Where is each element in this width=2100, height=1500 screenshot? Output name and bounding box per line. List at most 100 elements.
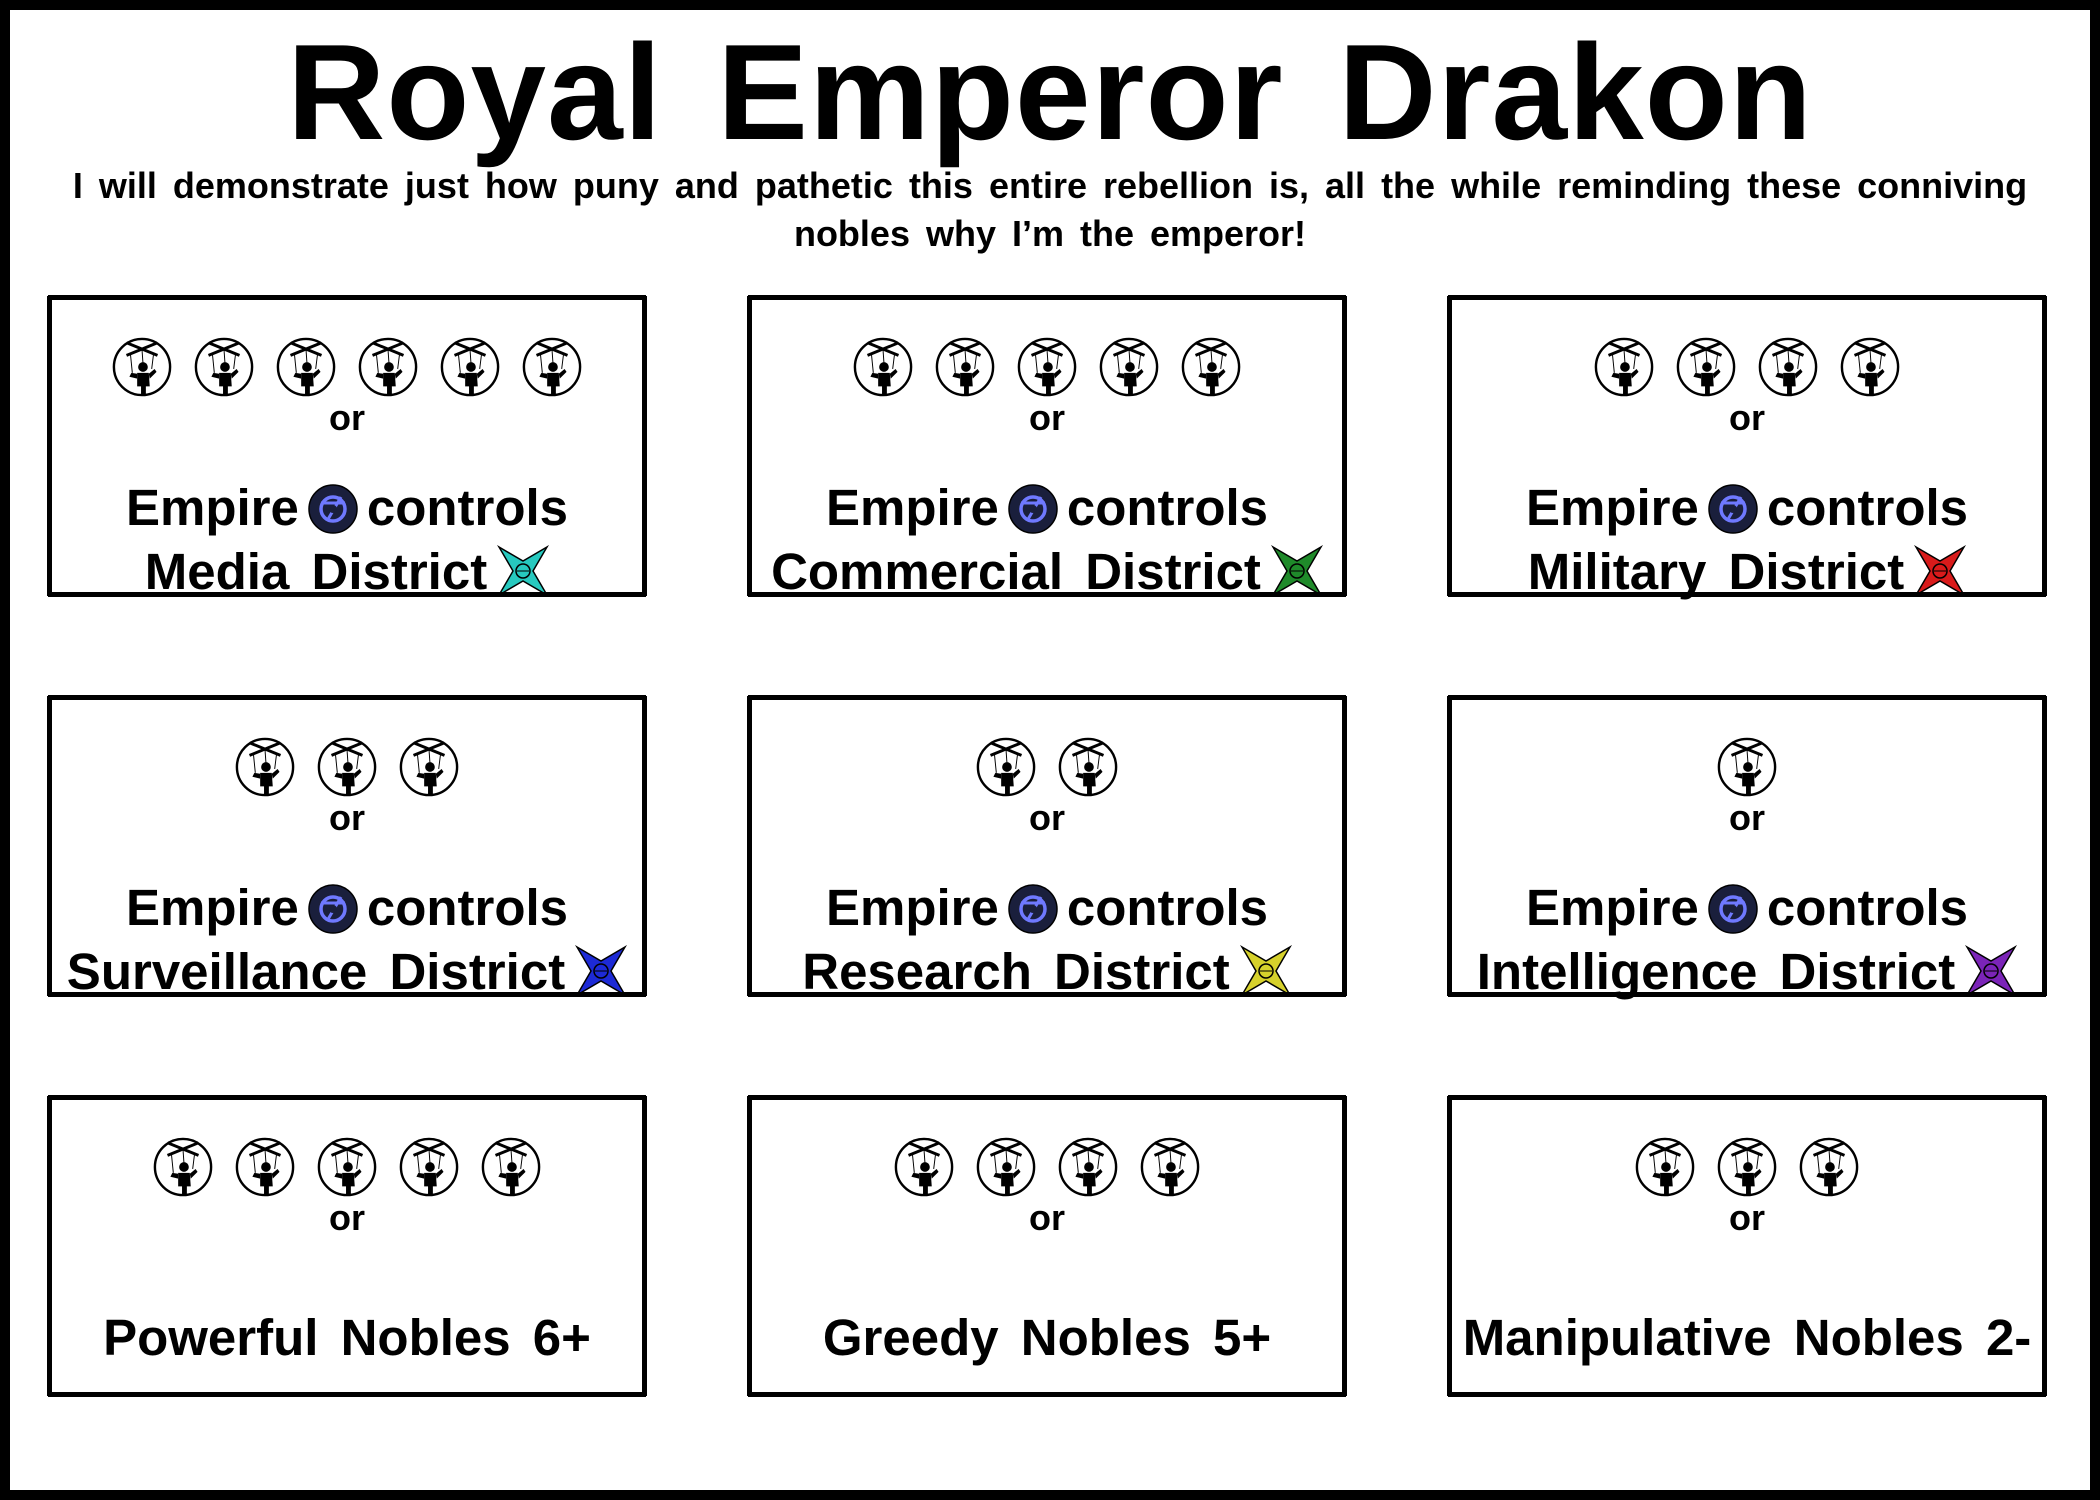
or-label: or xyxy=(1729,1197,1765,1238)
puppet-icon xyxy=(1594,337,1654,397)
faction-label: Empire xyxy=(1525,479,1699,536)
district-label: Military District xyxy=(1527,543,1905,600)
nobles-label: Manipulative Nobles 2- xyxy=(1462,1309,2032,1366)
objective-card-military: or Empire controls Military District xyxy=(1447,295,2047,600)
puppet-icon xyxy=(1099,337,1159,397)
controls-label: controls xyxy=(366,879,569,936)
objective-card-greedy-nobles: or Greedy Nobles 5+ xyxy=(747,1095,1347,1397)
district-star-icon xyxy=(1239,945,1292,997)
district-star-icon xyxy=(575,945,628,997)
page-title: Royal Emperor Drakon xyxy=(287,16,1813,168)
control-line: Empire controls xyxy=(52,478,642,538)
controls-label: controls xyxy=(366,479,569,536)
district-line: Media District xyxy=(52,542,642,602)
puppet-icon-row xyxy=(752,736,1342,798)
puppet-icon xyxy=(440,337,500,397)
puppet-icon xyxy=(317,737,377,797)
empire-emblem-icon xyxy=(308,884,358,934)
nobles-label: Greedy Nobles 5+ xyxy=(822,1309,1272,1366)
puppet-icon-row xyxy=(52,336,642,398)
district-label: Intelligence District xyxy=(1476,943,1956,1000)
puppet-icon xyxy=(1017,337,1077,397)
district-star-icon xyxy=(1914,545,1967,597)
nobles-label: Powerful Nobles 6+ xyxy=(103,1309,591,1366)
faction-label: Empire xyxy=(1525,879,1699,936)
puppet-icon xyxy=(481,1137,541,1197)
empire-emblem-icon xyxy=(1008,884,1058,934)
puppet-icon xyxy=(1058,737,1118,797)
puppet-icon xyxy=(1181,337,1241,397)
puppet-icon xyxy=(1676,337,1736,397)
puppet-icon-row xyxy=(52,1136,642,1198)
control-line: Empire controls xyxy=(1452,878,2042,938)
district-label: Media District xyxy=(144,543,488,600)
empire-emblem-icon xyxy=(1708,484,1758,534)
district-line: Commercial District xyxy=(752,542,1342,602)
puppet-icon xyxy=(1635,1137,1695,1197)
district-star-icon xyxy=(1965,945,2018,997)
puppet-icon-row xyxy=(752,336,1342,398)
puppet-icon-row xyxy=(1452,336,2042,398)
puppet-icon xyxy=(935,337,995,397)
district-label: Commercial District xyxy=(771,543,1261,600)
district-line: Military District xyxy=(1452,542,2042,602)
or-label: or xyxy=(1729,397,1765,438)
district-line: Surveillance District xyxy=(52,942,642,1002)
puppet-icon-row xyxy=(1452,1136,2042,1198)
puppet-icon xyxy=(235,737,295,797)
control-line: Empire controls xyxy=(752,878,1342,938)
puppet-icon xyxy=(1799,1137,1859,1197)
or-label: or xyxy=(1029,797,1065,838)
puppet-icon xyxy=(1758,337,1818,397)
puppet-icon xyxy=(358,337,418,397)
controls-label: controls xyxy=(1066,879,1269,936)
district-label: Surveillance District xyxy=(66,943,566,1000)
district-star-icon xyxy=(1270,545,1323,597)
faction-label: Empire xyxy=(825,879,999,936)
puppet-icon xyxy=(399,737,459,797)
puppet-icon xyxy=(976,737,1036,797)
puppet-icon xyxy=(894,1137,954,1197)
puppet-icon xyxy=(276,337,336,397)
empire-emblem-icon xyxy=(308,484,358,534)
puppet-icon xyxy=(1717,1137,1777,1197)
subtitle: I will demonstrate just how puny and pat… xyxy=(72,165,2028,254)
control-line: Empire controls xyxy=(752,478,1342,538)
faction-label: Empire xyxy=(125,479,299,536)
faction-label: Empire xyxy=(825,479,999,536)
puppet-icon-row xyxy=(52,736,642,798)
control-line: Empire controls xyxy=(52,878,642,938)
puppet-icon xyxy=(1058,1137,1118,1197)
objective-card-powerful-nobles: or Powerful Nobles 6+ xyxy=(47,1095,647,1397)
or-label: or xyxy=(1029,397,1065,438)
puppet-icon xyxy=(853,337,913,397)
puppet-icon xyxy=(522,337,582,397)
control-line: Empire controls xyxy=(1452,478,2042,538)
puppet-icon xyxy=(1140,1137,1200,1197)
puppet-icon xyxy=(153,1137,213,1197)
controls-label: controls xyxy=(1766,879,1969,936)
or-label: or xyxy=(329,397,365,438)
district-line: Intelligence District xyxy=(1452,942,2042,1002)
objective-card-intelligence: or Empire controls Intelligence District xyxy=(1447,695,2047,1000)
puppet-icon xyxy=(194,337,254,397)
puppet-icon xyxy=(317,1137,377,1197)
or-label: or xyxy=(1729,797,1765,838)
or-label: or xyxy=(329,1197,365,1238)
puppet-icon xyxy=(399,1137,459,1197)
puppet-icon-row xyxy=(1452,736,2042,798)
or-label: or xyxy=(1029,1197,1065,1238)
controls-label: controls xyxy=(1766,479,1969,536)
empire-emblem-icon xyxy=(1708,884,1758,934)
district-label: Research District xyxy=(802,943,1230,1000)
empire-emblem-icon xyxy=(1008,484,1058,534)
puppet-icon xyxy=(112,337,172,397)
controls-label: controls xyxy=(1066,479,1269,536)
objective-card-manipulative-nobles: or Manipulative Nobles 2- xyxy=(1447,1095,2047,1397)
objective-card-research: or Empire controls Research District xyxy=(747,695,1347,1000)
puppet-icon xyxy=(235,1137,295,1197)
faction-label: Empire xyxy=(125,879,299,936)
puppet-icon xyxy=(976,1137,1036,1197)
